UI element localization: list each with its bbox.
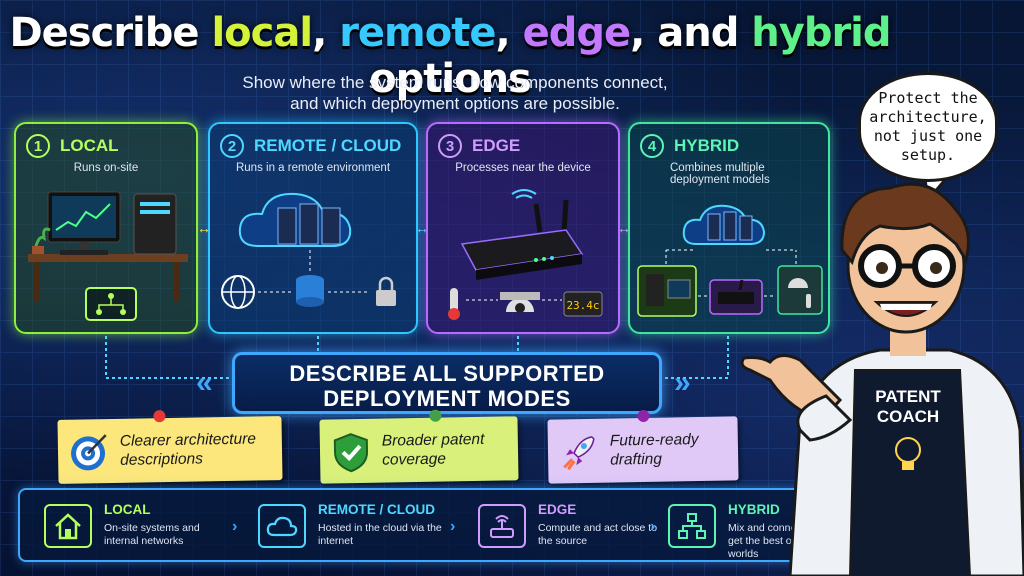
target-icon <box>68 431 111 474</box>
panel-title: HYBRID <box>674 136 739 156</box>
panel-edge: 3 EDGE Processes near the device 23.4c <box>426 122 620 334</box>
shield-check-icon <box>330 431 373 474</box>
cloud-icon <box>258 504 306 548</box>
note-broader-coverage: Broader patent coverage <box>319 416 518 483</box>
deployment-summary-bar: LOCAL On-site systems and internal netwo… <box>18 488 818 562</box>
cloud-servers-icon <box>218 184 414 324</box>
shirt-text: PATENT <box>875 387 941 406</box>
deployment-modes-banner: DESCRIBE ALL SUPPORTED DEPLOYMENT MODES <box>232 352 662 414</box>
panel-title: REMOTE / CLOUD <box>254 136 401 156</box>
panel-title: LOCAL <box>60 136 119 156</box>
banner-chevron-left: « <box>196 366 213 400</box>
summary-remote: REMOTE / CLOUD Hosted in the cloud via t… <box>258 500 448 554</box>
banner-chevron-right: » <box>674 366 691 400</box>
router-icon <box>478 504 526 548</box>
shirt-text: COACH <box>877 407 939 426</box>
chevron-right-icon: › <box>650 518 655 536</box>
panel-description: Runs in a remote environment <box>210 162 416 174</box>
pin-icon <box>429 410 441 422</box>
panel-number: 3 <box>438 134 462 158</box>
panel-title: EDGE <box>472 136 520 156</box>
local-workstation-icon <box>24 184 194 324</box>
edge-device-icon: 23.4c <box>436 184 612 324</box>
panel-local: 1 LOCAL Runs on-site <box>14 122 198 334</box>
pin-icon <box>637 410 649 422</box>
network-icon <box>668 504 716 548</box>
note-future-ready: Future-ready drafting <box>547 416 738 483</box>
chevron-right-icon: › <box>450 518 455 536</box>
panel-number: 2 <box>220 134 244 158</box>
chevron-right-icon: › <box>232 518 237 536</box>
panel-description: Runs on-site <box>16 162 196 174</box>
panel-number: 1 <box>26 134 50 158</box>
summary-edge: EDGE Compute and act close to the source <box>478 500 648 554</box>
home-icon <box>44 504 92 548</box>
connector-arrow: ↔ <box>197 220 211 236</box>
rocket-icon <box>558 431 601 474</box>
connector-arrow: ↔ <box>617 220 631 236</box>
speech-bubble: Protect the architecture, not just one s… <box>858 72 998 182</box>
subtitle: Show where the system runs, how componen… <box>150 72 760 114</box>
panel-number: 4 <box>640 134 664 158</box>
panel-description: Processes near the device <box>428 162 618 174</box>
panel-remote-cloud: 2 REMOTE / CLOUD Runs in a remote enviro… <box>208 122 418 334</box>
pin-icon <box>153 410 165 422</box>
note-clearer-architecture: Clearer architecture descriptions <box>57 416 282 484</box>
summary-local: LOCAL On-site systems and internal netwo… <box>44 500 234 554</box>
connector-arrow: ↔ <box>415 220 429 236</box>
patent-coach-character: PATENT COACH <box>730 170 1024 576</box>
temperature-readout: 23.4c <box>566 299 599 312</box>
